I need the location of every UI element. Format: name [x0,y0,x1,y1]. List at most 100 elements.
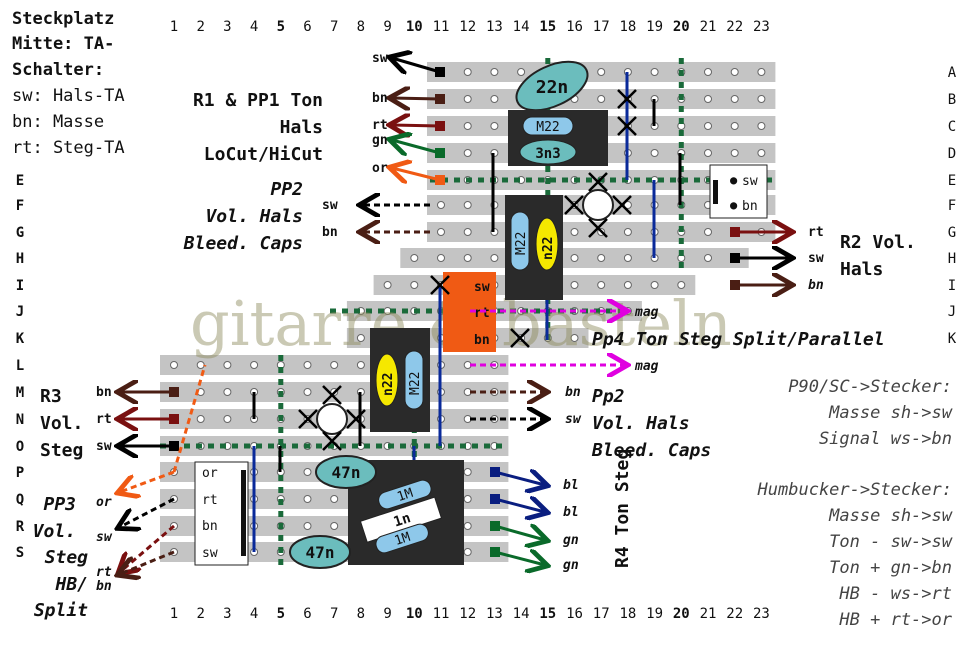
hole [463,201,472,209]
hole [330,361,339,369]
legend-line: Schalter: [12,60,104,80]
hole [330,522,339,530]
solder-pad [435,121,445,131]
row-label: R [16,519,25,535]
arrow-bn [392,98,441,99]
column-number: 10 [406,606,423,622]
connector-pp3[interactable]: or rt bn sw [194,461,249,566]
hole [490,254,499,262]
title-pp4: Pp4 Ton Steg Split/Parallel [592,329,885,350]
component-value: 47n [332,463,361,482]
capacitor-47n-a[interactable]: 47n [315,455,377,489]
title-line: R1 & PP1 Ton [193,90,323,111]
x-mark [510,328,530,348]
switch-pp4[interactable]: sw rt bn [443,272,496,352]
switch-label: rt [474,306,490,321]
column-number: 17 [593,19,610,35]
hole [303,388,312,396]
row-label: F [948,198,956,214]
hole [677,281,686,289]
wire-label: sw [808,251,824,266]
component-value: 3n3 [535,146,560,162]
hole [597,254,606,262]
hole [437,201,445,209]
column-number: 7 [330,19,338,35]
column-number: 4 [250,606,258,622]
row-label: E [948,173,956,189]
column-number: 23 [753,606,770,622]
connector-r2[interactable]: ● sw ● bn [709,164,768,219]
wire-label: bn [322,225,338,240]
x-mark [430,275,450,295]
component-value: M22 [536,120,559,135]
hole [730,122,739,130]
hole [757,68,766,76]
legend-line: sw: Hals-TA [12,86,125,106]
capacitor-47n-b[interactable]: 47n [289,535,351,569]
hole [196,415,205,423]
pot-r3[interactable] [316,403,348,435]
title-line: R3 [40,386,62,407]
solder-pad [435,94,445,104]
arrow-gn [392,140,441,153]
row-label: I [16,278,24,294]
hole [490,95,499,103]
column-number: 5 [277,606,285,622]
hole [757,122,766,130]
hole [623,281,632,289]
hole [704,228,712,236]
wire-label: rt [808,225,824,240]
solder-pad [435,175,445,185]
row-label: J [948,304,956,320]
wire-label: mag [634,359,659,374]
arrow-sw [120,497,175,527]
row-label: F [16,198,24,214]
pp2-bottom-block[interactable]: n22 M22 [370,328,430,432]
x-mark [588,218,608,238]
wire-label: bn [96,579,112,594]
wire-label: or [96,495,112,510]
hole [704,149,712,157]
solder-pad [730,280,740,290]
title-pp3: PP3 Vol. Steg HB/ Split [33,494,89,621]
solder-pad [490,494,500,504]
pot-r1[interactable]: M22 3n3 [508,110,608,166]
hole [704,95,712,103]
column-number: 4 [250,19,258,35]
row-label: G [16,225,24,241]
row-label: G [948,225,956,241]
connector-label: sw [742,174,758,189]
row-label: M [16,385,24,401]
solder-pad [490,547,500,557]
hole [463,149,472,157]
row-label: B [948,92,956,108]
hole [704,68,712,76]
pot-r2[interactable] [582,189,614,221]
title-line: Vol. Hals [205,206,303,227]
column-number: 16 [566,606,583,622]
note-title: Humbucker->Stecker: [757,480,952,500]
hole [303,495,312,503]
hole [463,522,472,530]
hole [410,281,419,289]
legend-line: rt: Steg-TA [12,138,125,158]
hole [196,361,205,369]
title-line: HB/ [54,574,88,595]
component-value: 1n [392,510,413,530]
wire-label: or [372,161,388,176]
component-value: n22 [381,373,396,396]
title-pp2-top: PP2 Vol. Hals Bleed. Caps [183,179,303,254]
hole [623,201,632,209]
row-label: C [948,119,956,135]
wire-label: rt [96,412,112,427]
hole [757,149,766,157]
pp2-top-block[interactable]: M22 n22 [505,195,563,300]
solder-pad [435,67,445,77]
column-number: 7 [330,606,338,622]
wire-label: bn [808,278,824,293]
note-line: HB + rt->or [838,610,952,630]
capacitor-22n[interactable]: 22n [509,52,595,120]
hole [383,281,392,289]
connector-label: bn [202,519,218,534]
